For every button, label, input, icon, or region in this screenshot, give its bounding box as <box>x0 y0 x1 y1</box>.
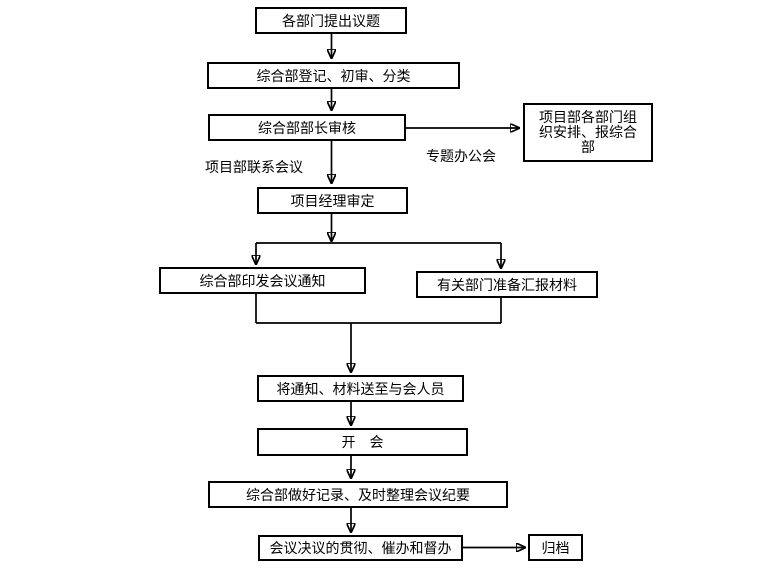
node-implement-urge-supervise: 会议决议的贯彻、催办和督办 <box>258 535 463 561</box>
label-project-liaison-meeting: 项目部联系会议 <box>205 159 303 175</box>
node-send-notice-materials: 将通知、材料送至与会人员 <box>257 375 464 402</box>
node-issue-meeting-notice: 综合部印发会议通知 <box>159 267 366 294</box>
node-hold-meeting: 开 会 <box>257 428 468 456</box>
node-records-minutes: 综合部做好记录、及时整理会议纪要 <box>208 481 508 508</box>
node-project-manager-approve: 项目经理审定 <box>257 187 408 214</box>
node-depts-propose-topics: 各部门提出议题 <box>255 7 407 34</box>
node-register-review-classify: 综合部登记、初审、分类 <box>207 62 460 89</box>
node-director-review: 综合部部长审核 <box>208 114 406 141</box>
node-project-depts-organize-report: 项目部各部门组织安排、报综合部 <box>523 103 653 162</box>
node-archive: 归档 <box>528 534 583 561</box>
label-special-topic-office-meeting: 专题办公会 <box>426 148 496 164</box>
node-prepare-report-materials: 有关部门准备汇报材料 <box>416 271 598 298</box>
